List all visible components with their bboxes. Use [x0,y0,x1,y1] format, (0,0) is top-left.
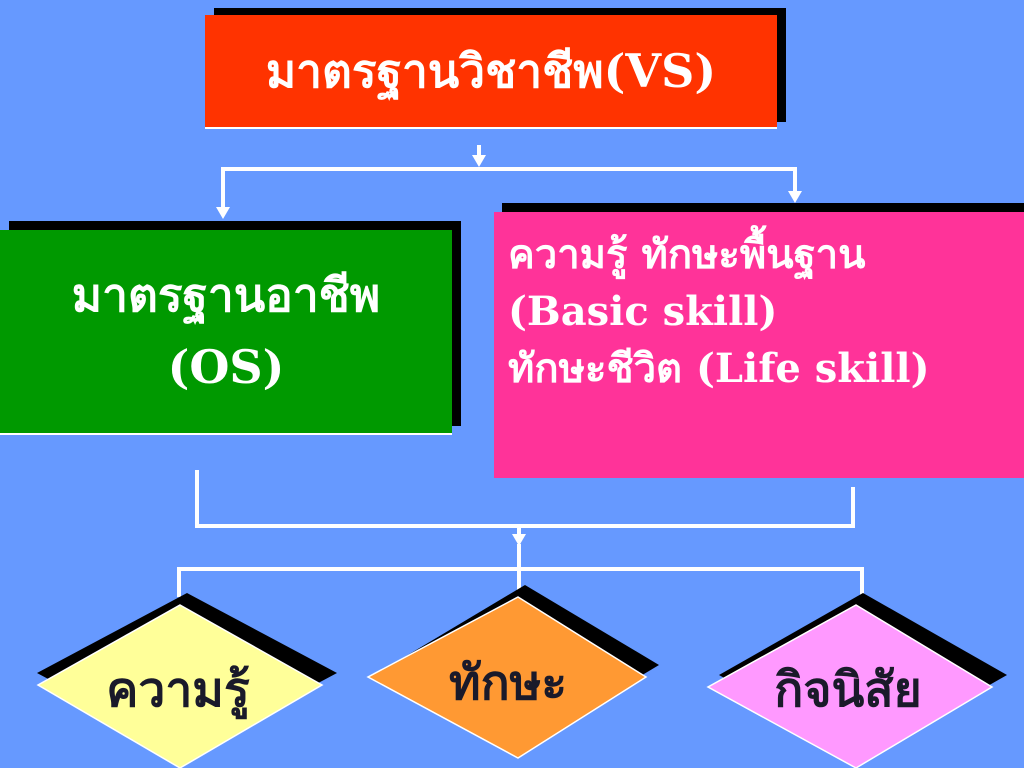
connector-basic-down [851,487,855,526]
connector-branch-right [793,167,797,193]
os-standard-box: มาตรฐานอาชีพ (OS) [0,230,452,435]
connector-split-left [177,567,181,597]
connector-split-right [860,567,864,597]
os-line-2: (OS) [167,339,285,394]
vs-standard-box: มาตรฐานวิชาชีพ(VS) [205,15,777,129]
connector-branch-horizontal [221,167,797,171]
vs-standard-label: มาตรฐานวิชาชีพ(VS) [265,43,717,98]
arrow-to-os [216,207,230,219]
diamond-habit-label: กิจนิสัย [774,662,922,718]
connector-merge-horizontal [195,524,855,528]
diamond-knowledge-label: ความรู้ [106,662,250,718]
arrow-vs-down [472,155,486,167]
arrow-to-basic [788,191,802,203]
basic-skill-box: ความรู้ ทักษะพื้นฐาน (Basic skill) ทักษะ… [494,212,1024,478]
os-line-1: มาตรฐานอาชีพ [71,268,381,323]
basic-line-2: (Basic skill) [508,288,778,336]
connector-os-down [195,470,199,526]
connector-split-middle [517,544,521,592]
connector-vs-down [477,145,481,157]
basic-line-1: ความรู้ ทักษะพื้นฐาน [508,231,866,278]
connector-merge-down [517,524,521,536]
basic-line-3: ทักษะชีวิต (Life skill) [508,345,930,393]
arrow-merge-down [512,534,526,546]
connector-branch-left [221,167,225,209]
diamond-skill-label: ทักษะ [448,655,568,711]
